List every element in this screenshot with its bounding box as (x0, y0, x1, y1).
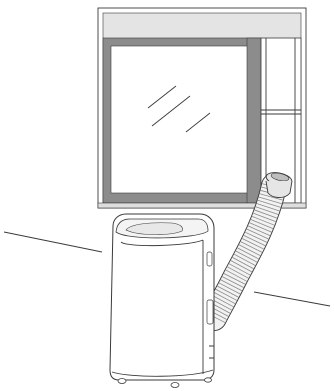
portable-air-conditioner (110, 214, 214, 388)
window-sash-side (247, 38, 261, 203)
unit-handle (207, 252, 212, 266)
rear-outlet (207, 300, 213, 324)
window-glass (111, 46, 253, 193)
unit-body (110, 214, 214, 380)
